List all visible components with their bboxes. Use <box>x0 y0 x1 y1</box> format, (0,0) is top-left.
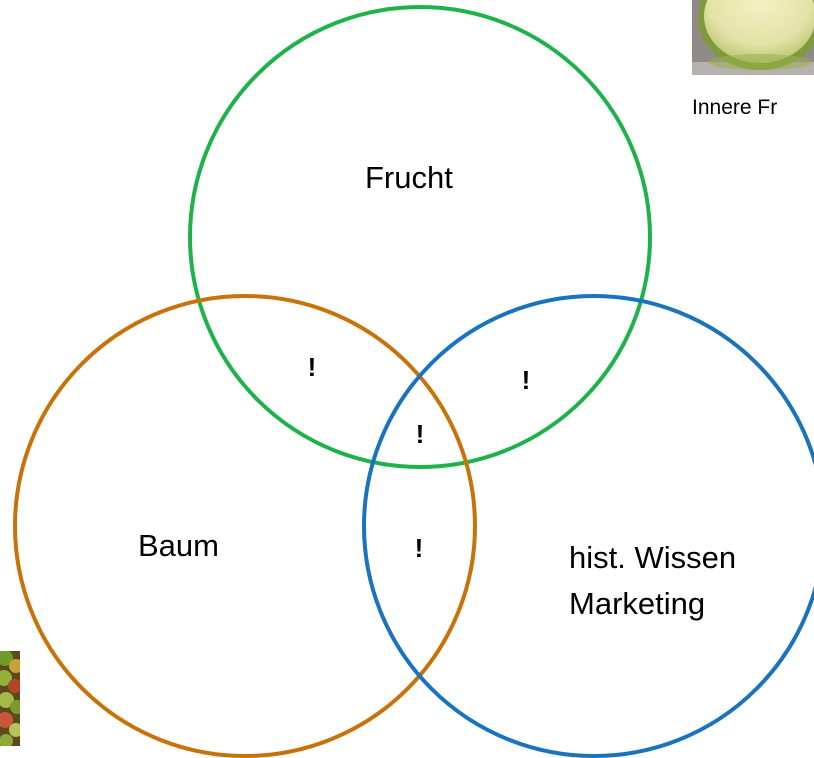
mark-all-three: ! <box>416 419 425 449</box>
marketing-label-line-2: Marketing <box>569 586 705 621</box>
apple-pile-photo <box>0 651 20 746</box>
mark-baum-marketing: ! <box>415 533 424 563</box>
mark-frucht-baum: ! <box>308 352 317 382</box>
apple-photo-caption: Innere Fr <box>692 96 777 119</box>
baum-label: Baum <box>138 528 219 563</box>
marketing-label-line-1: hist. Wissen <box>569 540 736 575</box>
frucht-circle <box>188 5 652 469</box>
baum-circle <box>13 294 477 758</box>
halved-apple-photo <box>692 0 814 75</box>
frucht-label: Frucht <box>365 160 453 195</box>
marketing-circle <box>362 294 814 758</box>
mark-frucht-marketing: ! <box>522 365 531 395</box>
